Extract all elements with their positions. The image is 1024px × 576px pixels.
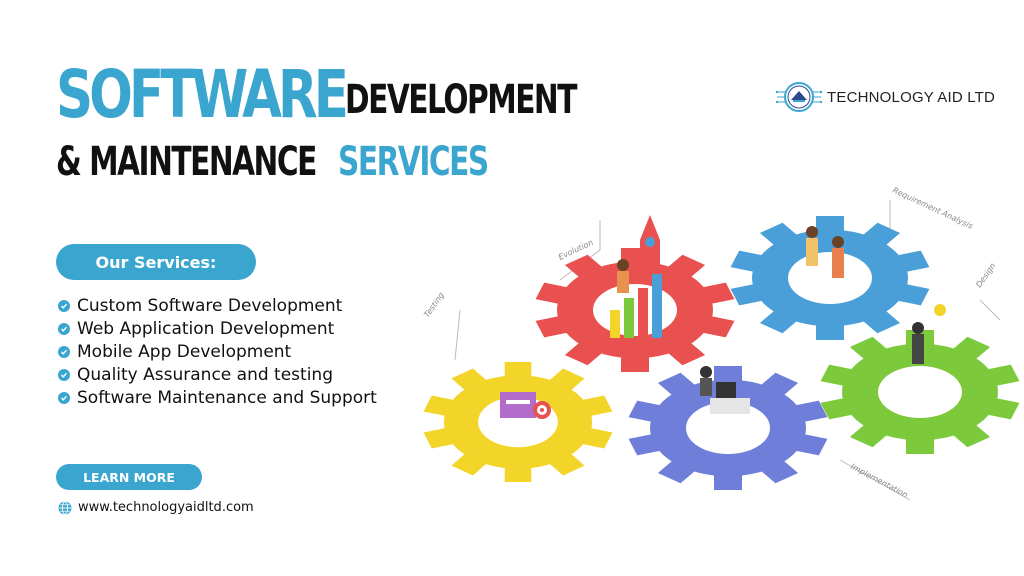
developer-desk-icon [700,366,750,414]
headline-services: SERVICES [338,139,489,185]
label-testing: Testing [422,291,446,320]
businessman-icon [912,304,946,364]
red-gear [535,248,735,372]
rocket-icon [640,215,660,265]
checkmark-icon [58,345,70,358]
web-design-icon [500,392,551,419]
service-label: Software Maintenance and Support [77,387,377,408]
person-icon [617,259,629,293]
service-label: Custom Software Development [77,295,343,316]
list-item: Web Application Development [58,317,377,340]
checkmark-icon [58,368,70,381]
purple-gear [628,366,828,490]
team-icon [806,226,844,278]
list-item: Custom Software Development [58,294,377,317]
checkmark-icon [58,322,70,335]
list-item: Software Maintenance and Support [58,386,377,409]
service-label: Mobile App Development [77,341,292,362]
gears-illustration: Requirement Analysis Design Evolution Te… [422,186,1020,501]
headline-software: SOFTWARE [56,56,349,133]
label-requirement: Requirement Analysis [891,186,974,231]
website-url: www.technologyaidltd.com [78,500,254,515]
headline-development: DEVELOPMENT [345,77,577,123]
company-name: TECHNOLOGY AID LTD [827,88,996,106]
yellow-gear [423,362,613,482]
company-logo-icon [775,82,823,112]
service-label: Web Application Development [77,318,335,339]
services-list: Custom Software Development Web Applicat… [58,294,377,409]
website-link[interactable]: www.technologyaidltd.com [58,500,254,515]
label-implementation: Implementation [849,462,909,500]
checkmark-icon [58,299,70,312]
list-item: Mobile App Development [58,340,377,363]
services-heading: Our Services: [56,244,256,280]
headline-maintenance: & MAINTENANCE [56,139,317,185]
brand[interactable]: TECHNOLOGY AID LTD [775,78,995,116]
green-gear [820,330,1020,454]
list-item: Quality Assurance and testing [58,363,377,386]
bar-chart-prop [610,274,662,338]
checkmark-icon [58,391,70,404]
blue-gear [730,216,930,340]
connector-line [979,299,1001,321]
connector-line [454,309,461,361]
label-design: Design [974,261,997,289]
service-label: Quality Assurance and testing [77,364,333,385]
globe-icon [58,500,72,515]
learn-more-button[interactable]: LEARN MORE [56,464,202,490]
connector-line [839,459,911,501]
